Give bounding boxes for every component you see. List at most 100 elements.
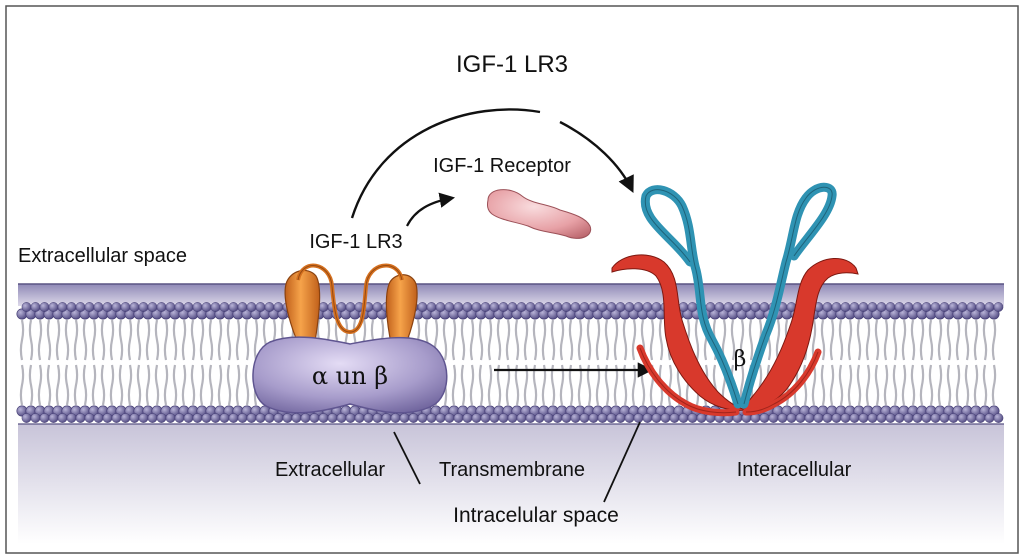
lipid-head — [21, 302, 32, 312]
lipid-tail — [55, 319, 61, 406]
lipid-head — [201, 413, 212, 423]
lipid-head — [210, 302, 221, 312]
lipid-head — [858, 302, 869, 312]
lipid-head — [462, 413, 473, 423]
extracellular-space-label: Extracellular space — [18, 245, 187, 267]
transmembrane-label: Transmembrane — [439, 459, 585, 481]
lipid-head — [993, 413, 1004, 423]
lipid-head — [219, 302, 230, 312]
lipid-head — [111, 413, 122, 423]
lipid-tail — [856, 319, 862, 406]
lipid-head — [984, 302, 995, 312]
lipid-tail — [145, 319, 151, 406]
binding-arrow-large-tail — [559, 120, 634, 194]
lipid-head — [255, 413, 266, 423]
lipid-head — [903, 302, 914, 312]
lipid-head — [633, 302, 644, 312]
lipid-heads-outer — [16, 302, 1004, 320]
lipid-head — [318, 302, 329, 312]
lipid-tail — [946, 319, 952, 406]
lipid-head — [957, 413, 968, 423]
lipid-head — [921, 413, 932, 423]
lipid-head — [129, 413, 140, 423]
lipid-tail — [487, 319, 493, 406]
lipid-tail — [982, 319, 988, 406]
lipid-head — [975, 413, 986, 423]
lipid-tail — [208, 319, 214, 406]
lipid-head — [390, 413, 401, 423]
lipid-head — [237, 302, 248, 312]
lipid-tail — [919, 319, 925, 406]
lipid-head — [912, 413, 923, 423]
lipid-head — [903, 413, 914, 423]
lipid-head — [39, 413, 50, 423]
lipid-head — [939, 302, 950, 312]
lipid-head — [444, 413, 455, 423]
lipid-tail — [460, 319, 466, 406]
lipid-head — [453, 302, 464, 312]
lipid-head — [651, 413, 662, 423]
lipid-tail — [937, 319, 943, 406]
lipid-head — [264, 302, 275, 312]
lipid-head — [462, 302, 473, 312]
igf1-ligand-molecule — [487, 189, 592, 239]
ligand-label: IGF-1 LR3 — [309, 231, 402, 253]
lipid-tail — [244, 319, 250, 406]
lipid-head — [534, 413, 545, 423]
lipid-head — [273, 302, 284, 312]
extracellular-label: Extracellular — [275, 459, 385, 481]
receptor-label: IGF-1 Receptor — [433, 155, 571, 177]
lipid-head — [876, 413, 887, 423]
lipid-head — [696, 413, 707, 423]
lipid-head — [165, 302, 176, 312]
lipid-head — [282, 413, 293, 423]
lipid-tail — [64, 319, 70, 406]
lipid-head — [93, 413, 104, 423]
lipid-head — [39, 302, 50, 312]
lipid-head — [939, 413, 950, 423]
pointer-line-extracellular — [393, 431, 421, 485]
lipid-head — [534, 302, 545, 312]
lipid-head — [174, 413, 185, 423]
lipid-head — [498, 302, 509, 312]
membrane-outer-band — [18, 284, 1004, 306]
lipid-head — [480, 413, 491, 423]
lipid-head — [30, 413, 41, 423]
lipid-head — [408, 413, 419, 423]
lipid-head — [507, 413, 518, 423]
lipid-head — [723, 302, 734, 312]
lipid-tail — [478, 319, 484, 406]
lipid-tail — [19, 319, 25, 406]
lipid-head — [516, 413, 527, 423]
lipid-head — [57, 302, 68, 312]
lipid-tail — [46, 319, 52, 406]
lipid-head — [921, 302, 932, 312]
membrane-inner-band — [18, 424, 1004, 544]
lipid-head — [615, 413, 626, 423]
lipid-head — [570, 302, 581, 312]
lipid-head — [831, 302, 842, 312]
lipid-head — [759, 302, 770, 312]
lipid-head — [669, 413, 680, 423]
lipid-tail — [910, 319, 916, 406]
lipid-head — [120, 413, 131, 423]
lipid-head — [822, 302, 833, 312]
lipid-tail — [37, 319, 43, 406]
lipid-head — [219, 413, 230, 423]
lipid-tail — [199, 319, 205, 406]
lipid-head — [210, 413, 221, 423]
lipid-head — [327, 413, 338, 423]
lipid-head — [435, 413, 446, 423]
lipid-head — [588, 413, 599, 423]
lipid-head — [399, 413, 410, 423]
interacellular-label: Interacellular — [737, 459, 852, 481]
lipid-head — [507, 302, 518, 312]
lipid-head — [471, 302, 482, 312]
lipid-head — [543, 413, 554, 423]
lipid-head — [660, 413, 671, 423]
lipid-tail — [226, 319, 232, 406]
lipid-head — [624, 413, 635, 423]
lipid-head — [948, 413, 959, 423]
lipid-head — [993, 302, 1004, 312]
